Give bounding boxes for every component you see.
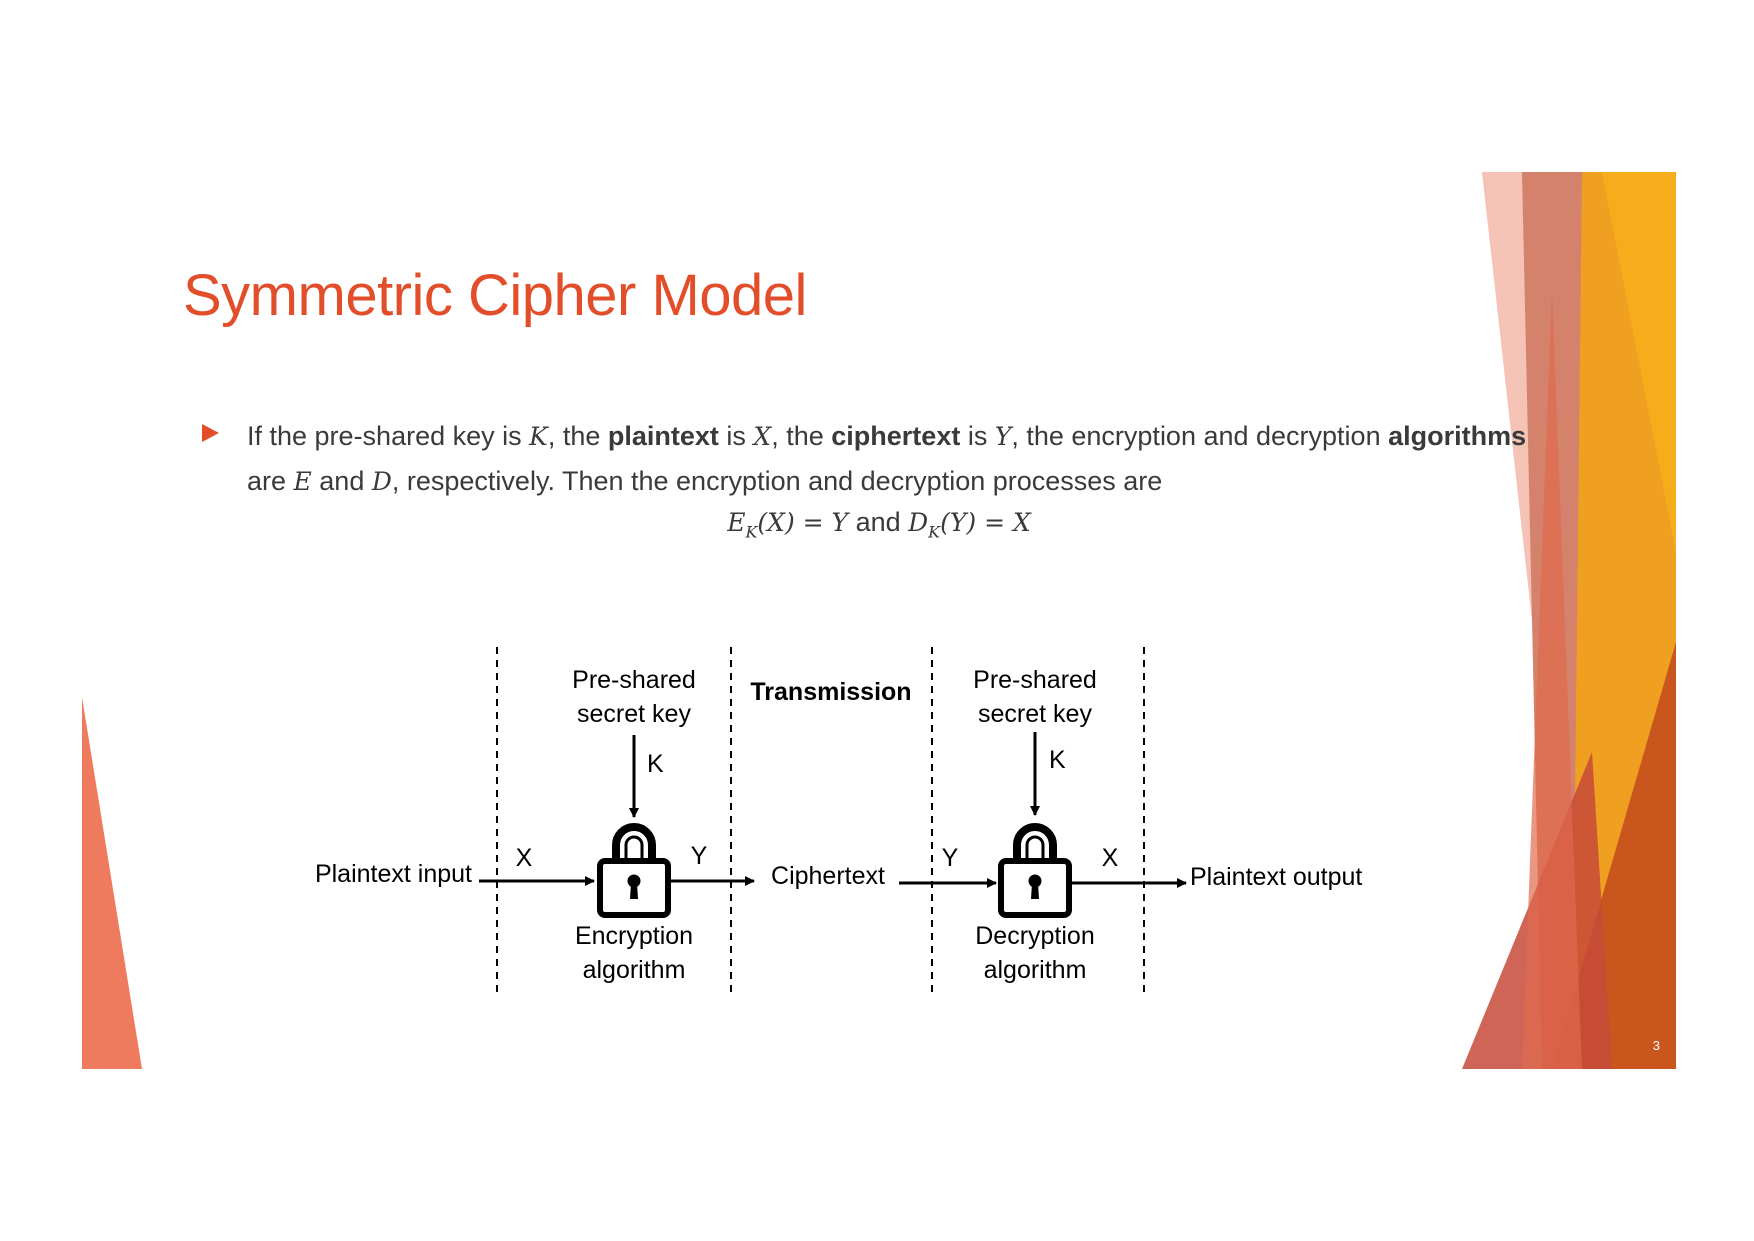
plaintext-input-label: Plaintext input <box>315 860 472 888</box>
x-out-label: X <box>1102 844 1119 872</box>
var-k: K <box>529 422 548 451</box>
eq-part: (X) = Y <box>757 508 849 537</box>
enc-key-label-2: secret key <box>577 700 691 728</box>
enc-k-label: K <box>647 750 664 778</box>
eq-e: E <box>727 508 746 537</box>
text-run: , respectively. Then the encryption and … <box>391 466 1163 496</box>
x-in-label: X <box>516 844 533 872</box>
bullet-text: If the pre-shared key is K, the plaintex… <box>247 414 1542 504</box>
text-run: is <box>960 421 995 451</box>
ciphertext-label: Ciphertext <box>771 862 885 890</box>
page-number: 3 <box>1652 1038 1660 1053</box>
dec-key-label-2: secret key <box>978 700 1092 728</box>
text-run: , the <box>771 421 832 451</box>
dec-key-label-1: Pre-shared <box>973 666 1097 694</box>
var-x: X <box>753 422 772 451</box>
text-run: , the <box>547 421 608 451</box>
text-run: If the pre-shared key is <box>247 421 530 451</box>
dec-algo-label-1: Decryption <box>975 922 1095 950</box>
var-y: Y <box>994 422 1012 451</box>
eq-part: (Y) = X <box>940 508 1031 537</box>
text-run: , the encryption and decryption <box>1011 421 1389 451</box>
padlock-icon <box>600 827 668 915</box>
term-algorithms: algorithms <box>1388 421 1527 451</box>
term-ciphertext: ciphertext <box>831 421 961 451</box>
text-run: is <box>718 421 754 451</box>
plaintext-output-label: Plaintext output <box>1190 863 1362 891</box>
text-run: and <box>311 466 372 496</box>
transmission-label: Transmission <box>750 678 911 706</box>
decorative-background <box>82 172 1676 1069</box>
slide-title: Symmetric Cipher Model <box>183 263 807 328</box>
enc-algo-label-2: algorithm <box>583 956 686 984</box>
eq-sub-k: K <box>928 522 941 542</box>
eq-and: and <box>848 507 909 537</box>
enc-algo-label-1: Encryption <box>575 922 693 950</box>
right-shape-coral <box>1522 292 1582 1069</box>
y-out-label: Y <box>691 842 708 870</box>
y-in-label: Y <box>942 844 959 872</box>
equation: EK(X) = Y and DK(Y) = X <box>82 507 1676 541</box>
eq-d: D <box>908 508 929 537</box>
slide: Symmetric Cipher Model If the pre-shared… <box>82 172 1676 1069</box>
var-d: D <box>371 467 392 496</box>
dec-k-label: K <box>1049 746 1066 774</box>
enc-key-label-1: Pre-shared <box>572 666 696 694</box>
var-e: E <box>293 467 312 496</box>
text-run: are <box>247 466 294 496</box>
bullet-paragraph: If the pre-shared key is K, the plaintex… <box>202 414 1542 504</box>
term-plaintext: plaintext <box>607 421 719 451</box>
cipher-diagram: Pre-shared secret key K Encryption algor… <box>315 647 1362 992</box>
dashed-separators <box>496 647 1145 992</box>
dec-algo-label-2: algorithm <box>984 956 1087 984</box>
bullet-triangle-icon <box>202 424 219 442</box>
left-accent-shape <box>82 697 142 1069</box>
eq-sub-k: K <box>745 522 758 542</box>
padlock-icon <box>1001 827 1069 915</box>
right-shape-gold <box>1602 172 1676 552</box>
